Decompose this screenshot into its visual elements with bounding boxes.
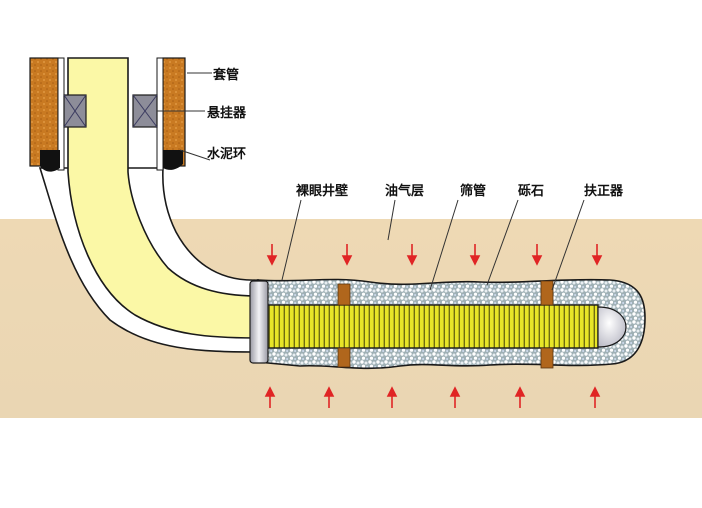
bull-nose: [597, 306, 627, 348]
label-cement-ring: 水泥环: [207, 147, 247, 162]
arrow-down-icon: [406, 244, 418, 266]
arrow-up-icon: [514, 386, 526, 408]
screen-pipe: [267, 304, 599, 349]
flow-arrows-up: [264, 386, 601, 408]
arrow-up-icon: [589, 386, 601, 408]
label-centralizer: 扶正器: [584, 184, 624, 199]
casing-left: [29, 57, 65, 172]
hanger-left: [63, 94, 87, 128]
arrow-up-icon: [323, 386, 335, 408]
arrow-down-icon: [591, 244, 603, 266]
label-hanger: 悬挂器: [207, 106, 247, 121]
label-gravel: 砾石: [518, 184, 545, 199]
casing-right: [156, 57, 186, 171]
arrow-down-icon: [531, 244, 543, 266]
packer-shoe: [249, 280, 269, 364]
arrow-down-icon: [469, 244, 481, 266]
label-screen: 筛管: [460, 184, 487, 199]
flow-arrows-down: [266, 244, 603, 266]
hanger-right: [132, 94, 158, 128]
arrow-down-icon: [266, 244, 278, 266]
leader-lines: [157, 72, 585, 291]
label-open-hole-wall: 裸眼井壁: [296, 184, 349, 199]
centralizer-1: [337, 283, 351, 368]
label-reservoir: 油气层: [385, 184, 425, 199]
arrow-up-icon: [449, 386, 461, 408]
centralizer-2: [540, 280, 554, 369]
arrow-up-icon: [386, 386, 398, 408]
label-casing: 套管: [213, 68, 240, 83]
arrow-up-icon: [264, 386, 276, 408]
arrow-down-icon: [341, 244, 353, 266]
